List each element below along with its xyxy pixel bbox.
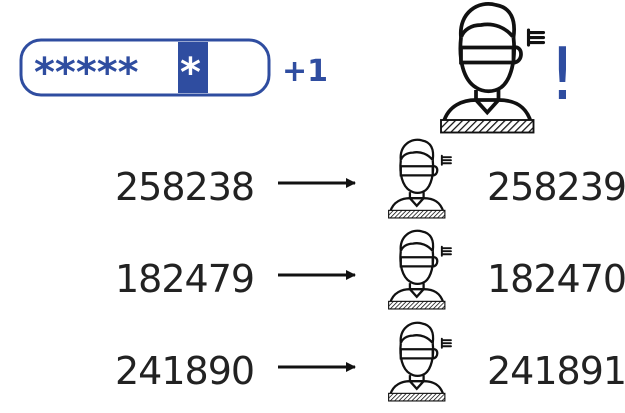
transformation-row: 258238 258239 <box>115 138 625 220</box>
output-number: 241891 <box>487 349 625 393</box>
password-field: ***** * <box>19 38 271 97</box>
input-number: 258238 <box>115 165 254 209</box>
transformation-row: 241890 241891 <box>115 321 625 403</box>
highlighted-character: * <box>180 50 201 96</box>
output-number: 258239 <box>487 165 625 209</box>
alert-exclamation: ! <box>548 32 577 116</box>
masked-person-icon <box>387 138 453 220</box>
masked-characters: ***** <box>34 50 139 96</box>
increment-label: +1 <box>282 54 328 89</box>
masked-person-icon <box>387 229 453 311</box>
masked-person-icon <box>387 321 453 403</box>
input-number: 182479 <box>115 257 254 301</box>
output-number: 182470 <box>487 257 625 301</box>
input-number: 241890 <box>115 349 254 393</box>
masked-person-icon <box>439 2 546 135</box>
password-cursor-highlight <box>178 42 208 93</box>
transformation-row: 182479 182470 <box>115 229 625 311</box>
